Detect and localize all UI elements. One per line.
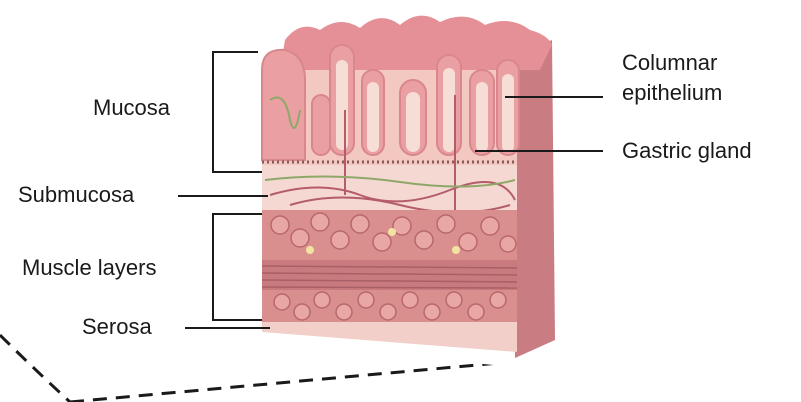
muscle-layers-label: Muscle layers [22,255,156,281]
columnar-label-line2: epithelium [622,78,722,108]
submucosa-label: Submucosa [18,182,134,208]
serosa-label: Serosa [82,314,152,340]
gastric-gland-label: Gastric gland [622,138,752,164]
columnar-epithelium-label: Columnar epithelium [622,48,722,108]
block-side-face [515,40,555,358]
mucosa-label: Mucosa [93,95,170,121]
columnar-label-line1: Columnar [622,48,722,78]
tissue-block [258,16,560,362]
muscle-bracket [213,214,262,320]
